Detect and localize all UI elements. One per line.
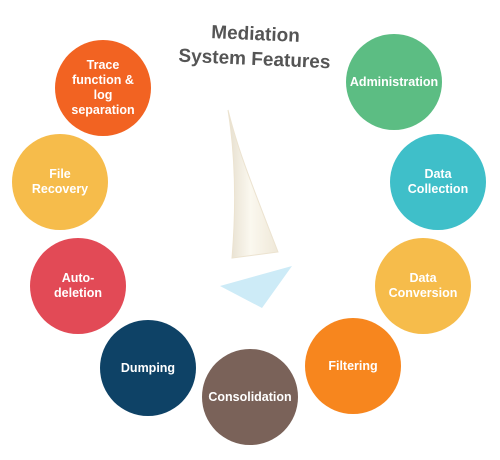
feature-dumping[interactable]: Dumping [100, 320, 196, 416]
feature-trace-function[interactable]: Trace function & log separation [55, 40, 151, 136]
feature-label: Administration [349, 74, 439, 89]
feature-label: Dumping [120, 360, 176, 375]
feature-label: Filtering [328, 358, 378, 373]
feature-label: Trace function & log separation [71, 58, 135, 117]
feature-label: File Recovery [31, 167, 89, 196]
feature-auto-deletion[interactable]: Auto-deletion [30, 238, 126, 334]
feature-label: Auto-deletion [54, 271, 102, 300]
feature-label: Data Collection [407, 167, 469, 196]
feature-file-recovery[interactable]: File Recovery [12, 134, 108, 230]
feature-data-collection[interactable]: Data Collection [390, 134, 486, 230]
feature-label: Consolidation [208, 389, 292, 404]
feature-consolidation[interactable]: Consolidation [202, 349, 298, 445]
boat-hull-shape [220, 266, 292, 308]
feature-filtering[interactable]: Filtering [305, 318, 401, 414]
sail-shape [227, 109, 279, 259]
diagram-title: Mediation System Features [149, 17, 361, 76]
feature-data-conversion[interactable]: Data Conversion [375, 238, 471, 334]
feature-administration[interactable]: Administration [346, 34, 442, 130]
feature-label: Data Conversion [388, 271, 458, 300]
